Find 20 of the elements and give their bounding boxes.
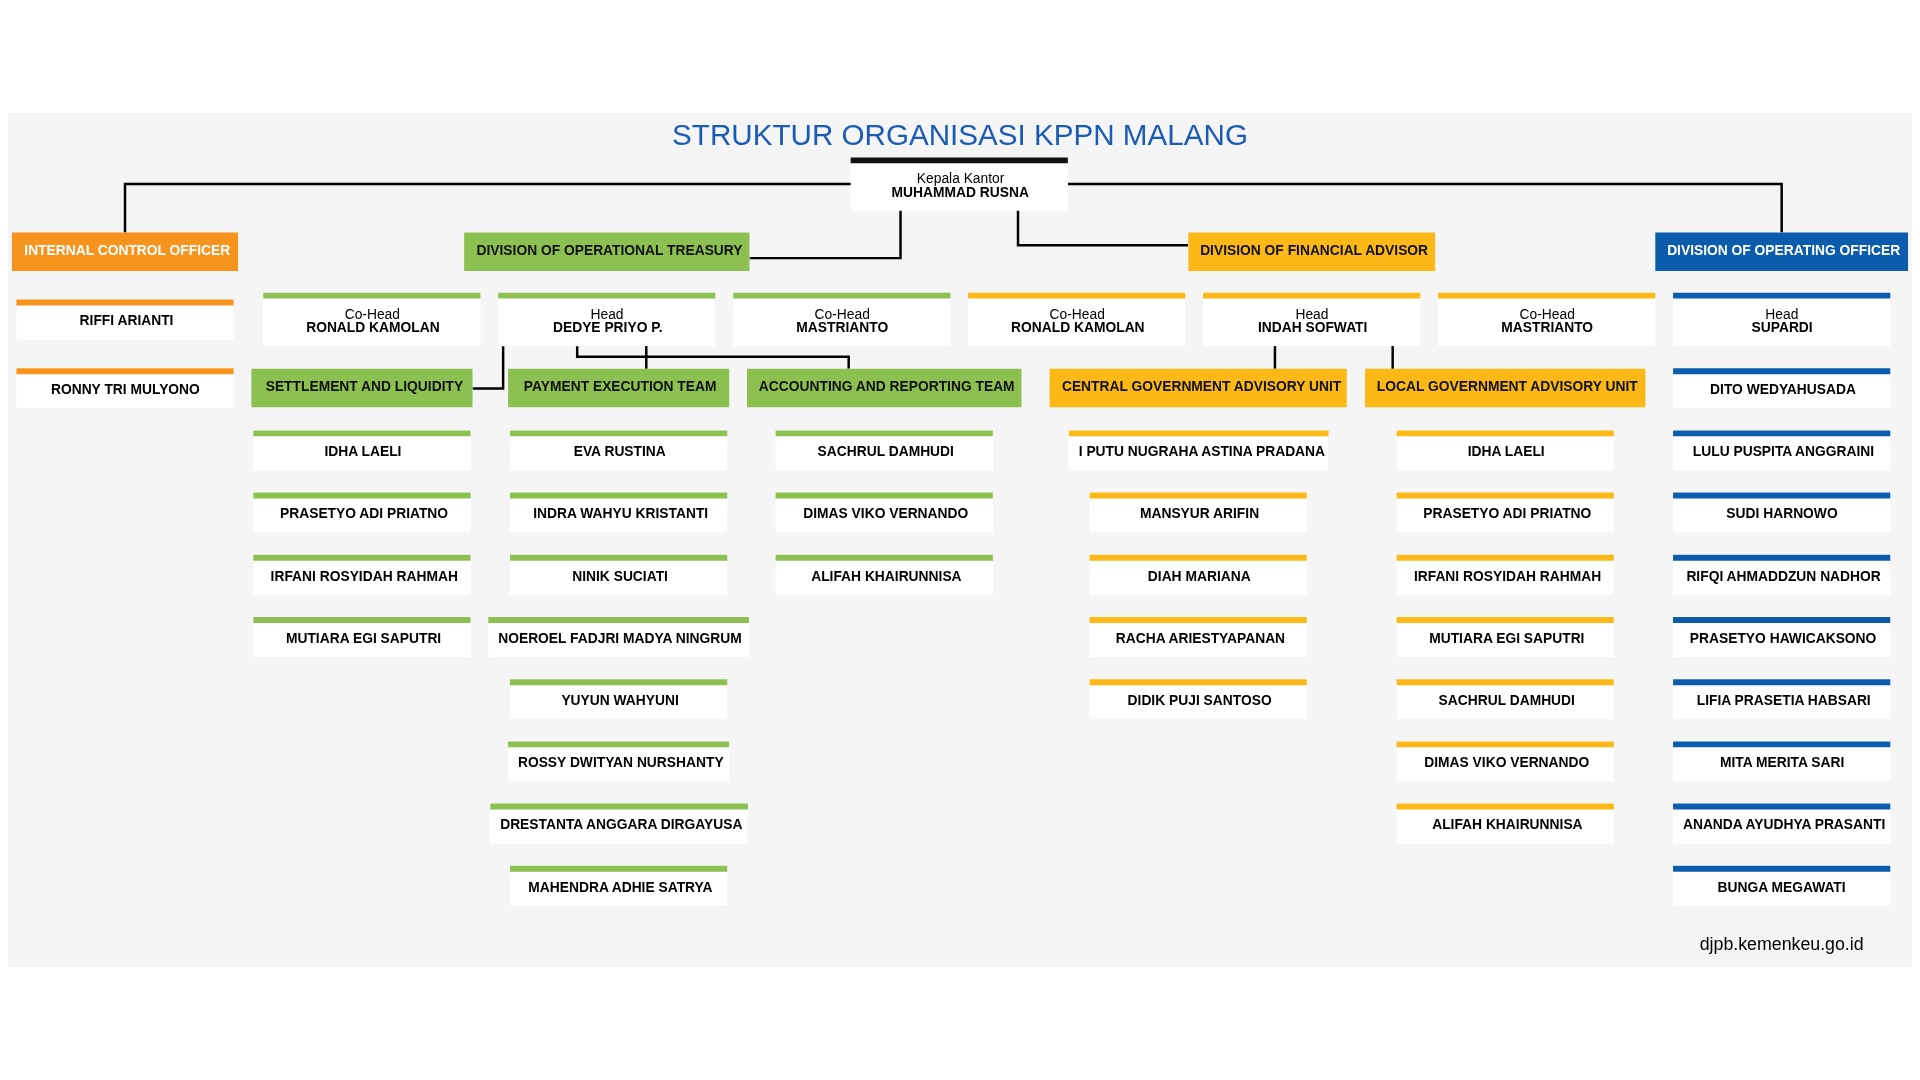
connector (123, 182, 851, 233)
node-box: LOCAL GOVERNMENT ADVISORY UNIT (1365, 368, 1646, 408)
node-box: PAYMENT EXECUTION TEAM (508, 368, 730, 408)
node-box: DIVISION OF OPERATING OFFICER (1655, 232, 1909, 271)
node-box: SETTLEMENT AND LIQUIDITY (251, 368, 473, 408)
connector (472, 346, 505, 390)
diagram-title: STRUKTUR ORGANISASI KPPN MALANG (672, 117, 1248, 151)
label: djpb.kemenkeu.go.id (1699, 933, 1864, 954)
connector (1016, 210, 1188, 247)
node-box: INTERNAL CONTROL OFFICER (11, 232, 239, 271)
connector (749, 210, 902, 260)
node-box: ACCOUNTING AND REPORTING TEAM (747, 368, 1022, 408)
connector (1391, 346, 1394, 369)
connector (1068, 182, 1783, 233)
node-box: DIVISION OF FINANCIAL ADVISOR (1188, 232, 1436, 271)
connector (1273, 346, 1277, 369)
node-box: DIVISION OF OPERATIONAL TREASURY (464, 232, 750, 271)
connector (645, 346, 648, 369)
connector (575, 346, 850, 369)
node-box: CENTRAL GOVERNMENT ADVISORY UNIT (1049, 368, 1347, 408)
